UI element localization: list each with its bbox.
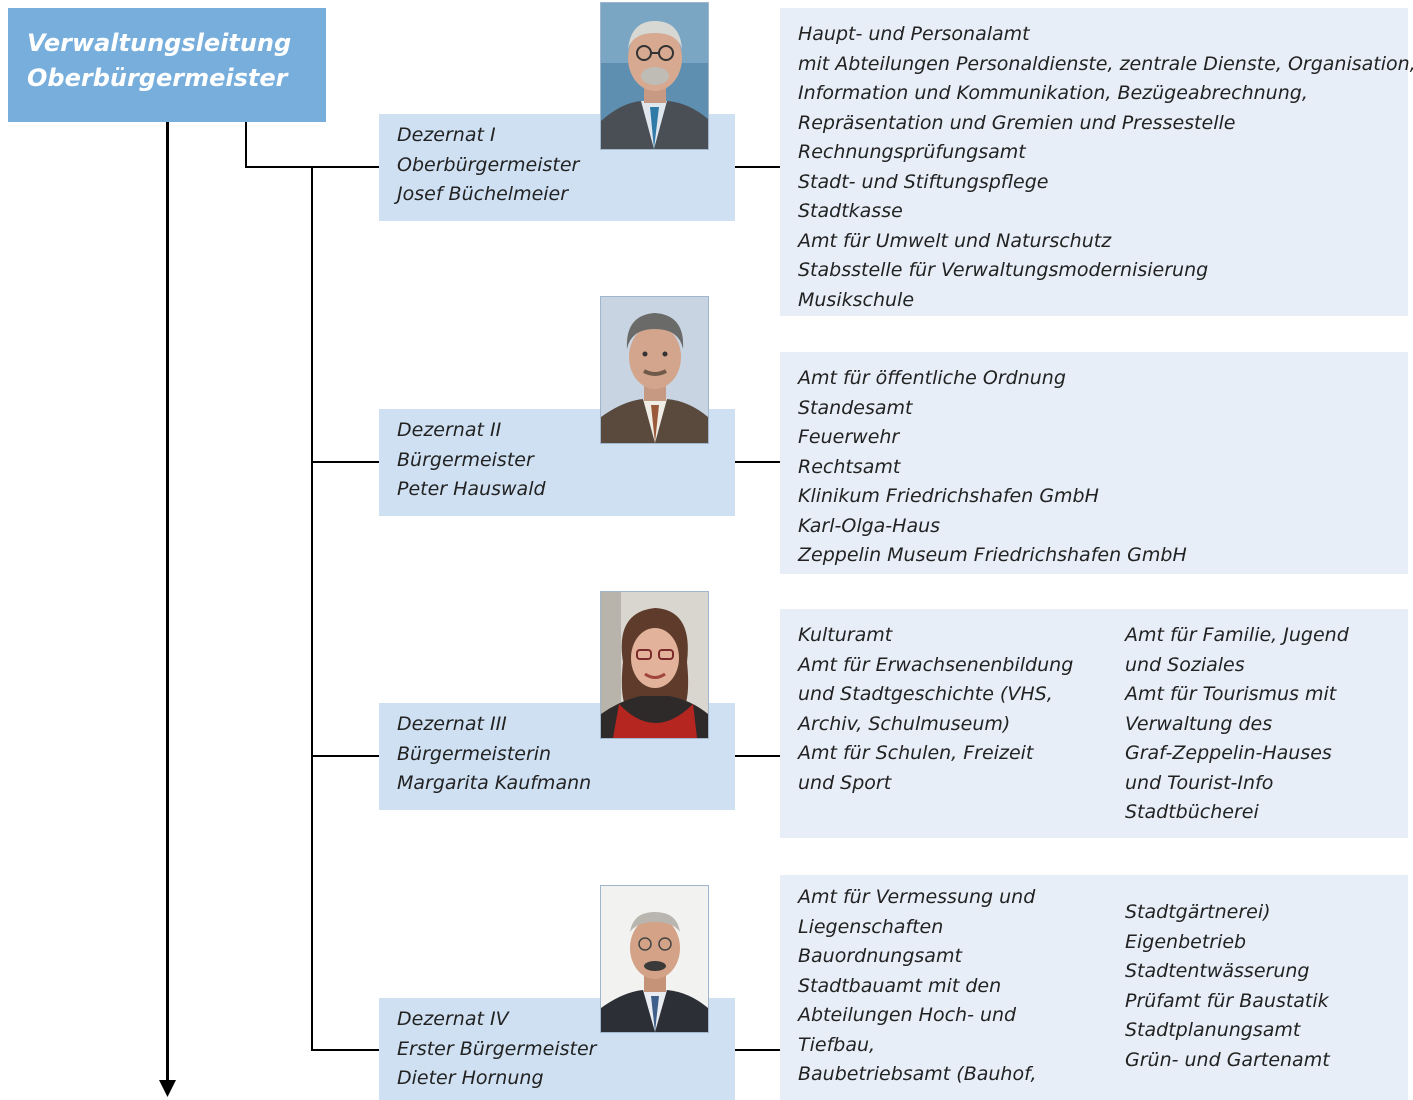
dezernat-1-portrait: [600, 2, 709, 150]
unit-item: Amt für Tourismus mit: [1125, 683, 1337, 705]
dezernat-3-box: Dezernat III Bürgermeisterin Margarita K…: [379, 703, 735, 810]
unit-item: Abteilungen Hoch- und: [798, 1004, 1017, 1026]
dezernat-3-portrait: [600, 591, 709, 739]
dezernat-1-to-units: [735, 166, 780, 168]
unit-item: Klinikum Friedrichshafen GmbH: [798, 485, 1099, 507]
unit-item: Information und Kommunikation, Bezügeabr…: [798, 82, 1308, 104]
unit-item: Prüfamt für Baustatik: [1125, 989, 1329, 1012]
dezernat-3-person: Margarita Kaufmann: [397, 772, 592, 794]
branch-connector-vertical: [245, 122, 247, 168]
dezernat-2-role: Bürgermeister: [397, 448, 534, 471]
unit-item: Stadtbauamt mit den: [798, 974, 1002, 997]
unit-item: Amt für Erwachsenenbildung: [798, 653, 1074, 676]
dezernat-2-units-box: Amt für öffentliche Ordnung Standesamt F…: [780, 352, 1408, 574]
unit-item: Archiv, Schulmuseum): [798, 712, 1011, 735]
unit-item: Zeppelin Museum Friedrichshafen GmbH: [798, 544, 1187, 566]
dezernat-3-number: Dezernat III: [397, 713, 507, 735]
verwaltungsleitung-box: Verwaltungsleitung Oberbürgermeister: [8, 8, 326, 122]
unit-item: und Sport: [798, 771, 892, 794]
head-subtitle: Oberbürgermeister: [27, 64, 288, 92]
dezernat-3-to-units: [735, 755, 780, 757]
unit-item: Feuerwehr: [798, 426, 900, 448]
dezernat-3-units-box: Kulturamt Amt für Erwachsenenbildung und…: [780, 609, 1408, 838]
unit-item: Kulturamt: [798, 624, 893, 646]
dezernat-1-role: Oberbürgermeister: [397, 153, 580, 176]
unit-item: Stadt- und Stiftungspflege: [798, 170, 1049, 193]
trunk-to-dezernat-3: [311, 755, 379, 757]
unit-item: Amt für Familie, Jugend: [1125, 624, 1349, 646]
dezernat-2-person: Peter Hauswald: [397, 478, 546, 500]
down-arrow-icon: [159, 1080, 176, 1097]
unit-item: Amt für Umwelt und Naturschutz: [798, 229, 1112, 252]
unit-item: Tiefbau,: [798, 1033, 876, 1056]
dezernat-2-portrait: [600, 296, 709, 444]
unit-item: Liegenschaften: [798, 915, 944, 938]
trunk-to-dezernat-2: [311, 461, 379, 463]
dezernat-4-box: Dezernat IV Erster Bürgermeister Dieter …: [379, 998, 735, 1100]
dezernat-4-portrait: [600, 885, 709, 1033]
unit-item: Grün- und Gartenamt: [1125, 1048, 1330, 1071]
dezernat-4-units-right: Stadtgärtnerei) Eigenbetrieb Stadtentwäs…: [1125, 898, 1330, 1075]
unit-item: Amt für Schulen, Freizeit: [798, 742, 1034, 764]
unit-item: Musikschule: [798, 288, 915, 311]
unit-item: Graf-Zeppelin-Hauses: [1125, 742, 1332, 764]
unit-item: und Soziales: [1125, 653, 1245, 676]
unit-item: Karl-Olga-Haus: [798, 514, 941, 537]
unit-item: Rechnungsprüfungsamt: [798, 141, 1026, 163]
dezernat-3-units-right: Amt für Familie, Jugend und Soziales Amt…: [1125, 621, 1349, 828]
dezernat-1-person: Josef Büchelmeier: [397, 183, 569, 205]
unit-item: mit Abteilungen Personaldienste, zentral…: [798, 52, 1413, 75]
main-arrow-line: [166, 122, 169, 1084]
dezernat-4-number: Dezernat IV: [397, 1008, 509, 1030]
dezernat-4-units-box: Amt für Vermessung und Liegenschaften Ba…: [780, 875, 1408, 1100]
unit-item: Stabsstelle für Verwaltungsmodernisierun…: [798, 259, 1209, 281]
unit-item: Stadtkasse: [798, 200, 903, 222]
dezernat-trunk-line: [311, 166, 313, 1050]
unit-item: Amt für Vermessung und: [798, 886, 1036, 908]
unit-item: Rechtsamt: [798, 455, 901, 478]
unit-item: Stadtgärtnerei): [1125, 901, 1271, 923]
dezernat-1-units-box: Haupt- und Personalamt mit Abteilungen P…: [780, 8, 1413, 316]
dezernat-4-role: Erster Bürgermeister: [397, 1037, 597, 1060]
unit-item: Repräsentation und Gremien und Presseste…: [798, 111, 1236, 134]
unit-item: und Stadtgeschichte (VHS,: [798, 683, 1053, 705]
unit-item: und Tourist-Info: [1125, 771, 1274, 794]
unit-item: Bauordnungsamt: [798, 945, 962, 967]
unit-item: Eigenbetrieb: [1125, 930, 1247, 953]
trunk-to-dezernat-4: [311, 1049, 379, 1051]
unit-item: Standesamt: [798, 396, 913, 419]
unit-item: Haupt- und Personalamt: [798, 23, 1030, 45]
unit-item: Amt für öffentliche Ordnung: [798, 367, 1066, 389]
dezernat-3-units-left: Kulturamt Amt für Erwachsenenbildung und…: [798, 621, 1073, 798]
head-title: Verwaltungsleitung: [27, 29, 292, 57]
unit-item: Stadtplanungsamt: [1125, 1019, 1301, 1041]
unit-item: Stadtentwässerung: [1125, 960, 1310, 982]
unit-item: Verwaltung des: [1125, 712, 1273, 735]
dezernat-1-number: Dezernat I: [397, 124, 496, 146]
dezernat-4-units-left: Amt für Vermessung und Liegenschaften Ba…: [798, 883, 1037, 1090]
unit-item: Stadtbücherei: [1125, 801, 1259, 823]
dezernat-4-person: Dieter Hornung: [397, 1067, 544, 1089]
unit-item: Baubetriebsamt (Bauhof,: [798, 1063, 1037, 1085]
dezernat-2-number: Dezernat II: [397, 419, 502, 441]
dezernat-3-role: Bürgermeisterin: [397, 742, 552, 765]
dezernat-2-to-units: [735, 461, 780, 463]
dezernat-4-to-units: [735, 1049, 780, 1051]
